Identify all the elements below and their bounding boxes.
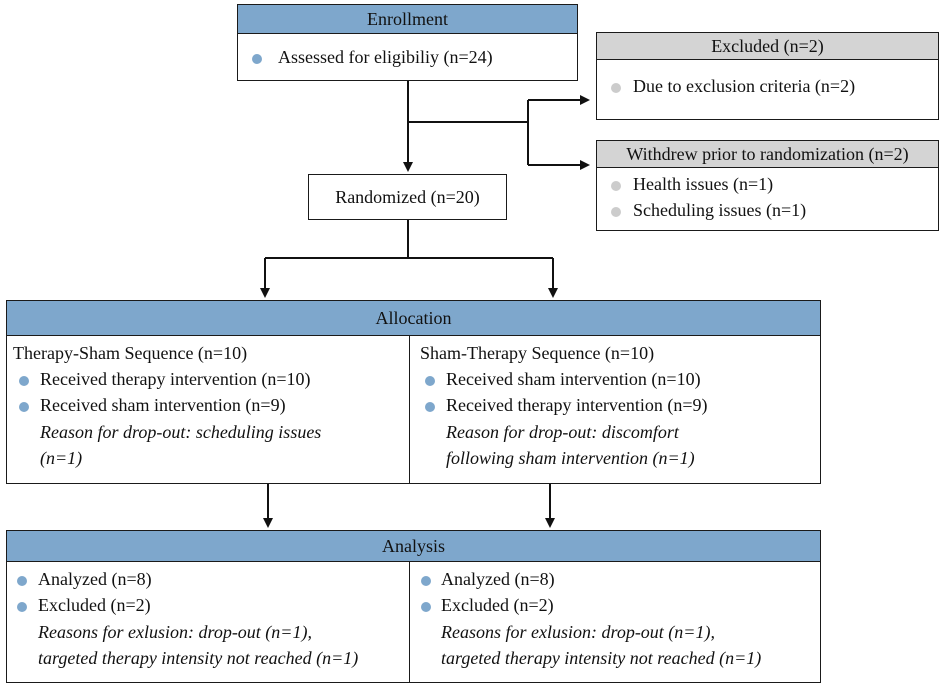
allocation-box: Allocation Therapy-Sham Sequence (n=10) … (6, 300, 821, 484)
withdrew-item: Health issues (n=1) (633, 174, 774, 194)
analysis-right-note: Reasons for exlusion: drop-out (n=1), (441, 622, 715, 642)
randomized-box: Randomized (n=20) (308, 174, 507, 220)
bullet-icon (425, 402, 435, 412)
bullet-icon (611, 83, 621, 93)
analysis-title: Analysis (7, 531, 820, 562)
allocation-right-heading: Sham-Therapy Sequence (n=10) (420, 343, 655, 363)
bullet-icon (425, 376, 435, 386)
allocation-left-heading: Therapy-Sham Sequence (n=10) (13, 343, 248, 363)
allocation-divider (409, 336, 410, 484)
withdrew-box: Withdrew prior to randomization (n=2) He… (596, 140, 939, 231)
excluded-box: Excluded (n=2) Due to exclusion criteria… (596, 32, 939, 120)
excluded-title: Excluded (n=2) (597, 33, 938, 60)
allocation-right-note: following sham intervention (n=1) (446, 448, 695, 468)
withdrew-title: Withdrew prior to randomization (n=2) (597, 141, 938, 168)
bullet-icon (17, 576, 27, 586)
allocation-left-note: (n=1) (40, 448, 83, 468)
enrollment-item: Assessed for eligibiliy (n=24) (278, 47, 493, 67)
analysis-divider (409, 562, 410, 683)
allocation-left-item: Received sham intervention (n=9) (40, 395, 286, 415)
enrollment-title: Enrollment (238, 5, 577, 34)
allocation-title: Allocation (7, 301, 820, 336)
analysis-right-item: Analyzed (n=8) (441, 569, 555, 589)
randomized-label: Randomized (n=20) (335, 187, 480, 207)
allocation-left-item: Received therapy intervention (n=10) (40, 369, 311, 389)
allocation-left-note: Reason for drop-out: scheduling issues (40, 422, 322, 442)
analysis-box: Analysis Analyzed (n=8) Excluded (n=2) R… (6, 530, 821, 683)
bullet-icon (611, 207, 621, 217)
allocation-right-item: Received sham intervention (n=10) (446, 369, 701, 389)
bullet-icon (611, 181, 621, 191)
analysis-right-note: targeted therapy intensity not reached (… (441, 648, 762, 668)
bullet-icon (17, 602, 27, 612)
analysis-left-item: Analyzed (n=8) (38, 569, 152, 589)
analysis-left-note: Reasons for exlusion: drop-out (n=1), (38, 622, 312, 642)
analysis-right-item: Excluded (n=2) (441, 595, 554, 615)
bullet-icon (19, 376, 29, 386)
withdrew-item: Scheduling issues (n=1) (633, 200, 807, 220)
excluded-item: Due to exclusion criteria (n=2) (633, 76, 856, 96)
analysis-left-item: Excluded (n=2) (38, 595, 151, 615)
allocation-right-item: Received therapy intervention (n=9) (446, 395, 708, 415)
bullet-icon (421, 602, 431, 612)
enrollment-box: Enrollment Assessed for eligibiliy (n=24… (237, 4, 578, 81)
bullet-icon (19, 402, 29, 412)
allocation-right-note: Reason for drop-out: discomfort (446, 422, 679, 442)
analysis-left-note: targeted therapy intensity not reached (… (38, 648, 359, 668)
bullet-icon (252, 54, 262, 64)
bullet-icon (421, 576, 431, 586)
